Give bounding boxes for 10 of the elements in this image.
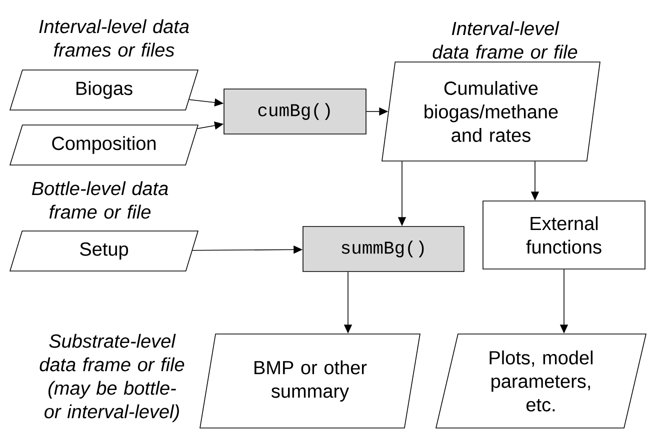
data-parallelogram: Plots, model parameters, etc. [436, 334, 646, 428]
function-box: cumBg() [224, 88, 366, 134]
caption-text: Substrate-level data frame or file (may be bottle- or interval-level) [40, 334, 184, 422]
data-parallelogram: Cumulative biogas/methane and rates [382, 62, 600, 162]
data-parallelogram: BMP or other summary [200, 334, 420, 428]
function-box: summBg() [302, 226, 464, 272]
caption-text: Interval-level data frame or file [432, 21, 578, 59]
caption-text: Bottle-level data frame or file [32, 181, 168, 219]
caption-text: Interval-level data frames or files [39, 19, 189, 57]
process-box: External functions [482, 200, 646, 270]
